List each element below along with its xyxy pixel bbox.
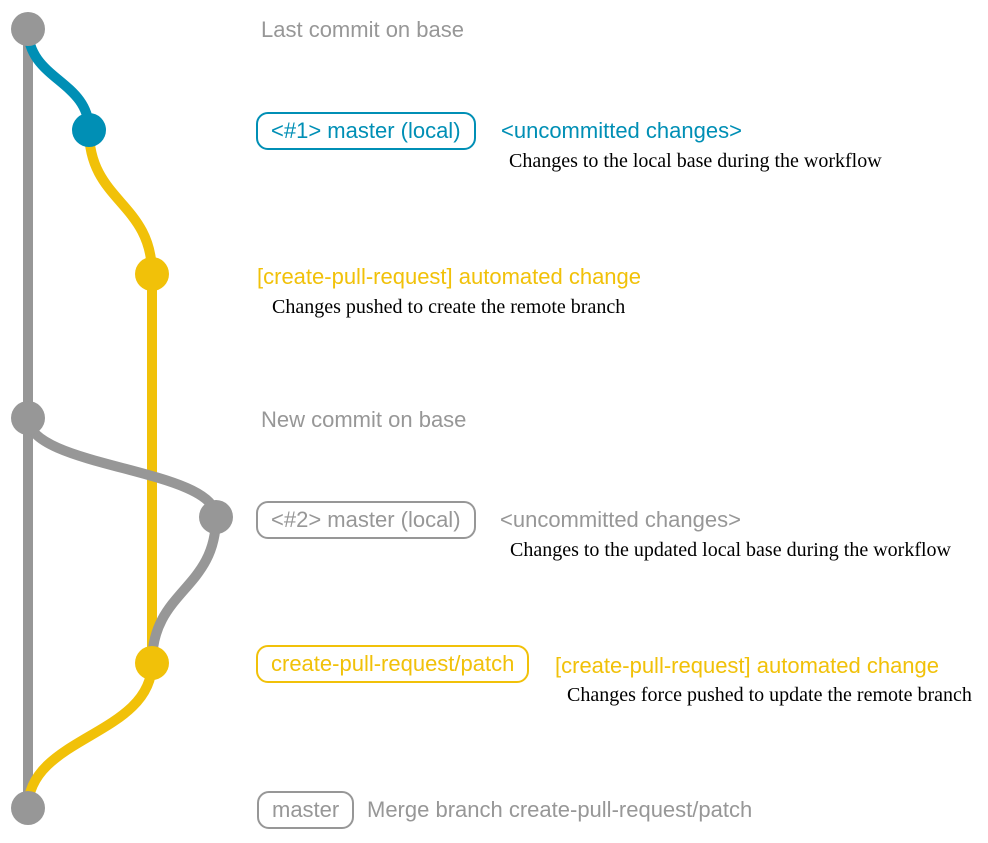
commit-dot-base-2 — [11, 401, 45, 435]
branch-label-master-local-2: <#2> master (local) — [256, 501, 476, 539]
commit-dot-base-1 — [11, 12, 45, 46]
commit-note-local-1: Changes to the local base during the wor… — [509, 150, 882, 172]
commit-message-local-2: <uncommitted changes> — [500, 507, 741, 532]
branch-line-local2-in — [147, 512, 221, 668]
commit-note-patch-1: Changes pushed to create the remote bran… — [272, 296, 626, 318]
branch-line-local2-out — [23, 413, 221, 522]
commit-message-base-2: New commit on base — [261, 407, 467, 432]
commit-dot-patch-1 — [135, 257, 169, 291]
commit-dot-patch-2 — [135, 646, 169, 680]
commit-message-base-1: Last commit on base — [261, 17, 464, 42]
branch-line-patch — [84, 125, 157, 668]
branch-line-patch-merge — [23, 658, 157, 813]
commit-message-merge: Merge branch create-pull-request/patch — [367, 797, 753, 822]
branch-line-local — [23, 24, 94, 135]
commit-message-local-1: <uncommitted changes> — [501, 118, 742, 143]
commit-message-patch-1: [create-pull-request] automated change — [257, 264, 642, 289]
commit-note-patch-2: Changes force pushed to update the remot… — [567, 684, 972, 706]
commit-dot-local-2 — [199, 500, 233, 534]
commit-note-local-2: Changes to the updated local base during… — [510, 539, 951, 561]
commit-message-patch-2: [create-pull-request] automated change — [555, 653, 940, 678]
branch-label-master: master — [257, 791, 355, 829]
commit-dot-local-1 — [72, 113, 106, 147]
commit-dot-merge — [11, 791, 45, 825]
branch-label-master-local-1: <#1> master (local) — [256, 112, 476, 150]
branch-label-patch: create-pull-request/patch — [256, 645, 530, 683]
